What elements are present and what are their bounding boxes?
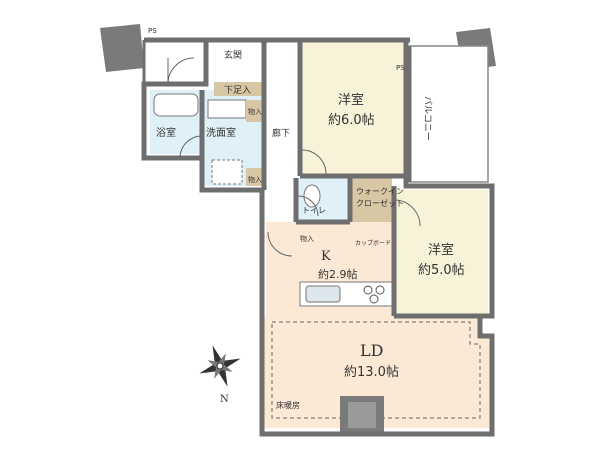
western-room-1-name: 洋室 bbox=[338, 92, 364, 108]
western-room-2-name: 洋室 bbox=[428, 242, 454, 258]
ps-left-label: PS bbox=[148, 27, 157, 35]
wic-label-line2: クローゼット bbox=[356, 198, 404, 208]
wash-basin bbox=[207, 99, 247, 119]
pillar-top-left bbox=[100, 24, 144, 72]
storage-a-label: 物入 bbox=[248, 107, 262, 116]
compass-rose-icon bbox=[199, 345, 241, 387]
storage-c-label: 物入 bbox=[300, 234, 314, 243]
cupboard-label: カップボード bbox=[355, 239, 391, 247]
shoe-storage bbox=[214, 82, 262, 96]
washer-space bbox=[211, 159, 243, 185]
floor-heating-label: 床暖房 bbox=[276, 400, 300, 410]
walls bbox=[141, 37, 495, 437]
western-room-1-size: 約6.0帖 bbox=[328, 113, 375, 128]
doors bbox=[167, 57, 421, 257]
hallway-label: 廊下 bbox=[272, 127, 290, 139]
western-room-2-size: 約5.0帖 bbox=[418, 263, 465, 278]
bath-label: 浴室 bbox=[156, 126, 176, 139]
hallway-area bbox=[264, 42, 300, 192]
storage-a bbox=[246, 100, 264, 122]
wic-label-line1: ウォークイン bbox=[356, 187, 404, 196]
stove bbox=[363, 285, 385, 304]
balcony-label: バルコニー bbox=[422, 96, 433, 141]
washroom-label: 洗面室 bbox=[206, 126, 236, 139]
ld-size: 約13.0帖 bbox=[344, 365, 399, 380]
entrance-area bbox=[208, 42, 264, 82]
shoe-storage-label: 下足入 bbox=[224, 85, 251, 96]
ps-right-label: PS bbox=[396, 64, 405, 72]
western-room-1 bbox=[300, 38, 406, 176]
floor-heating-zone bbox=[271, 321, 481, 419]
north-label: N bbox=[220, 394, 229, 405]
ld-name: LD bbox=[360, 341, 383, 360]
storage-b bbox=[246, 168, 264, 186]
ld-area bbox=[262, 316, 492, 428]
kitchen-sink bbox=[305, 285, 341, 303]
toilet-label: トイレ bbox=[302, 206, 326, 215]
western-room-2 bbox=[394, 190, 488, 316]
kitchen-size: 約2.9帖 bbox=[318, 267, 358, 281]
balcony-area bbox=[409, 45, 489, 183]
walk-in-closet bbox=[350, 178, 392, 222]
storage-b-label: 物入 bbox=[248, 175, 262, 184]
bathtub bbox=[153, 93, 199, 117]
kitchen-name: K bbox=[321, 249, 331, 264]
entrance-label: 玄関 bbox=[224, 49, 242, 61]
toilet-fixture bbox=[303, 184, 321, 208]
